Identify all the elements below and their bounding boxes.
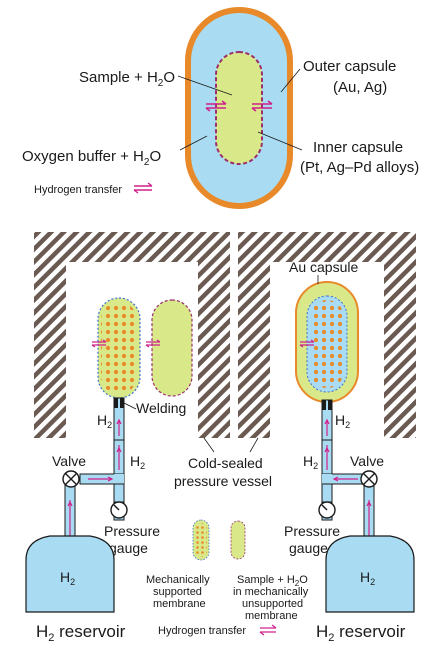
leader-welding — [123, 402, 137, 410]
left-h2-capsule-label: H2 — [97, 412, 112, 430]
inner-capsule-material: (Pt, Ag–Pd alloys) — [300, 159, 419, 176]
left-pressure-label: Pressure — [104, 523, 160, 539]
legend-unsupported-line2: in mechanically — [233, 586, 309, 598]
outer-capsule-label: Outer capsule — [303, 58, 396, 75]
legend-supported-line3: membrane — [153, 598, 206, 610]
legend-unsupported-icon — [230, 520, 246, 560]
right-pressure-vessel: Au capsule H2 — [238, 232, 416, 441]
hydrogen-transfer-icon-bottom — [259, 624, 277, 636]
leader-inner — [257, 131, 303, 151]
inner-membrane-dots — [310, 300, 344, 388]
right-gauge-label: gauge — [289, 540, 328, 556]
legend-supported-line1: Mechanically — [146, 574, 210, 586]
legend-unsupported-line3: unsupported — [242, 598, 303, 610]
left-valve-label: Valve — [52, 453, 86, 469]
hydrogen-transfer-label-bottom: Hydrogen transfer — [158, 625, 246, 637]
left-tank-h2-label: H2 — [60, 569, 75, 587]
left-h2-reservoir-tank — [25, 535, 115, 613]
right-vessel-wall — [238, 232, 416, 438]
right-valve-label: Valve — [350, 453, 384, 469]
legend-supported-line2: supported — [153, 586, 202, 598]
outer-capsule-material: (Au, Ag) — [333, 79, 387, 96]
right-h2-capsule-label: H2 — [335, 412, 350, 430]
right-h2-reservoir-tank — [325, 535, 415, 613]
right-piping: H2 Valve Pressure gauge H2 H2 reservoir — [284, 439, 415, 644]
left-pressure-vessel: Welding H2 — [34, 232, 230, 441]
hydrogen-transfer-icon-top — [133, 182, 153, 194]
left-reservoir-label: H2 reservoir — [36, 622, 126, 644]
unsupported-sample-capsule — [151, 299, 193, 397]
supported-membrane-dots — [101, 302, 137, 394]
legend-unsupported-line1: Sample + H2O — [237, 574, 308, 588]
right-pressure-label: Pressure — [284, 523, 340, 539]
leader-buffer — [179, 135, 208, 151]
right-reservoir-label: H2 reservoir — [316, 622, 406, 644]
hydrogen-transfer-arrow-right — [251, 100, 273, 112]
left-vessel-wall — [34, 232, 230, 438]
hydrogen-transfer-arrow-left-vessel — [91, 339, 161, 348]
cold-sealed-vessel-label: Cold-sealed pressure vessel — [174, 437, 272, 489]
top-capsule-diagram: Sample + H2O Outer capsule (Au, Ag) Inne… — [22, 7, 419, 209]
hydrogen-transfer-label-top: Hydrogen transfer — [34, 184, 122, 196]
left-gauge-label: gauge — [109, 540, 148, 556]
hydrogen-transfer-arrow-right-vessel — [299, 339, 315, 348]
leader-sample — [177, 75, 233, 96]
au-capsule-label: Au capsule — [289, 259, 358, 275]
hydrogen-transfer-arrow-left — [205, 100, 227, 112]
left-h2-pipe-label: H2 — [130, 453, 145, 471]
right-h2-pipe-label: H2 — [303, 453, 318, 471]
welding-label: Welding — [136, 400, 186, 416]
leader-outer — [280, 68, 301, 93]
inner-capsule-label: Inner capsule — [313, 139, 403, 156]
legend: Mechanically supported membrane Sample +… — [146, 519, 309, 637]
legend-unsupported-line4: membrane — [245, 610, 298, 622]
svg-text:pressure vessel: pressure vessel — [174, 473, 272, 489]
left-piping: H2 Valve Pressure gauge H2 H2 reservoir — [25, 439, 160, 644]
oxygen-buffer-label: Oxygen buffer + H2O — [22, 148, 161, 168]
svg-text:Cold-sealed: Cold-sealed — [188, 455, 263, 471]
sample-label: Sample + H2O — [79, 69, 175, 89]
right-tank-h2-label: H2 — [360, 569, 375, 587]
